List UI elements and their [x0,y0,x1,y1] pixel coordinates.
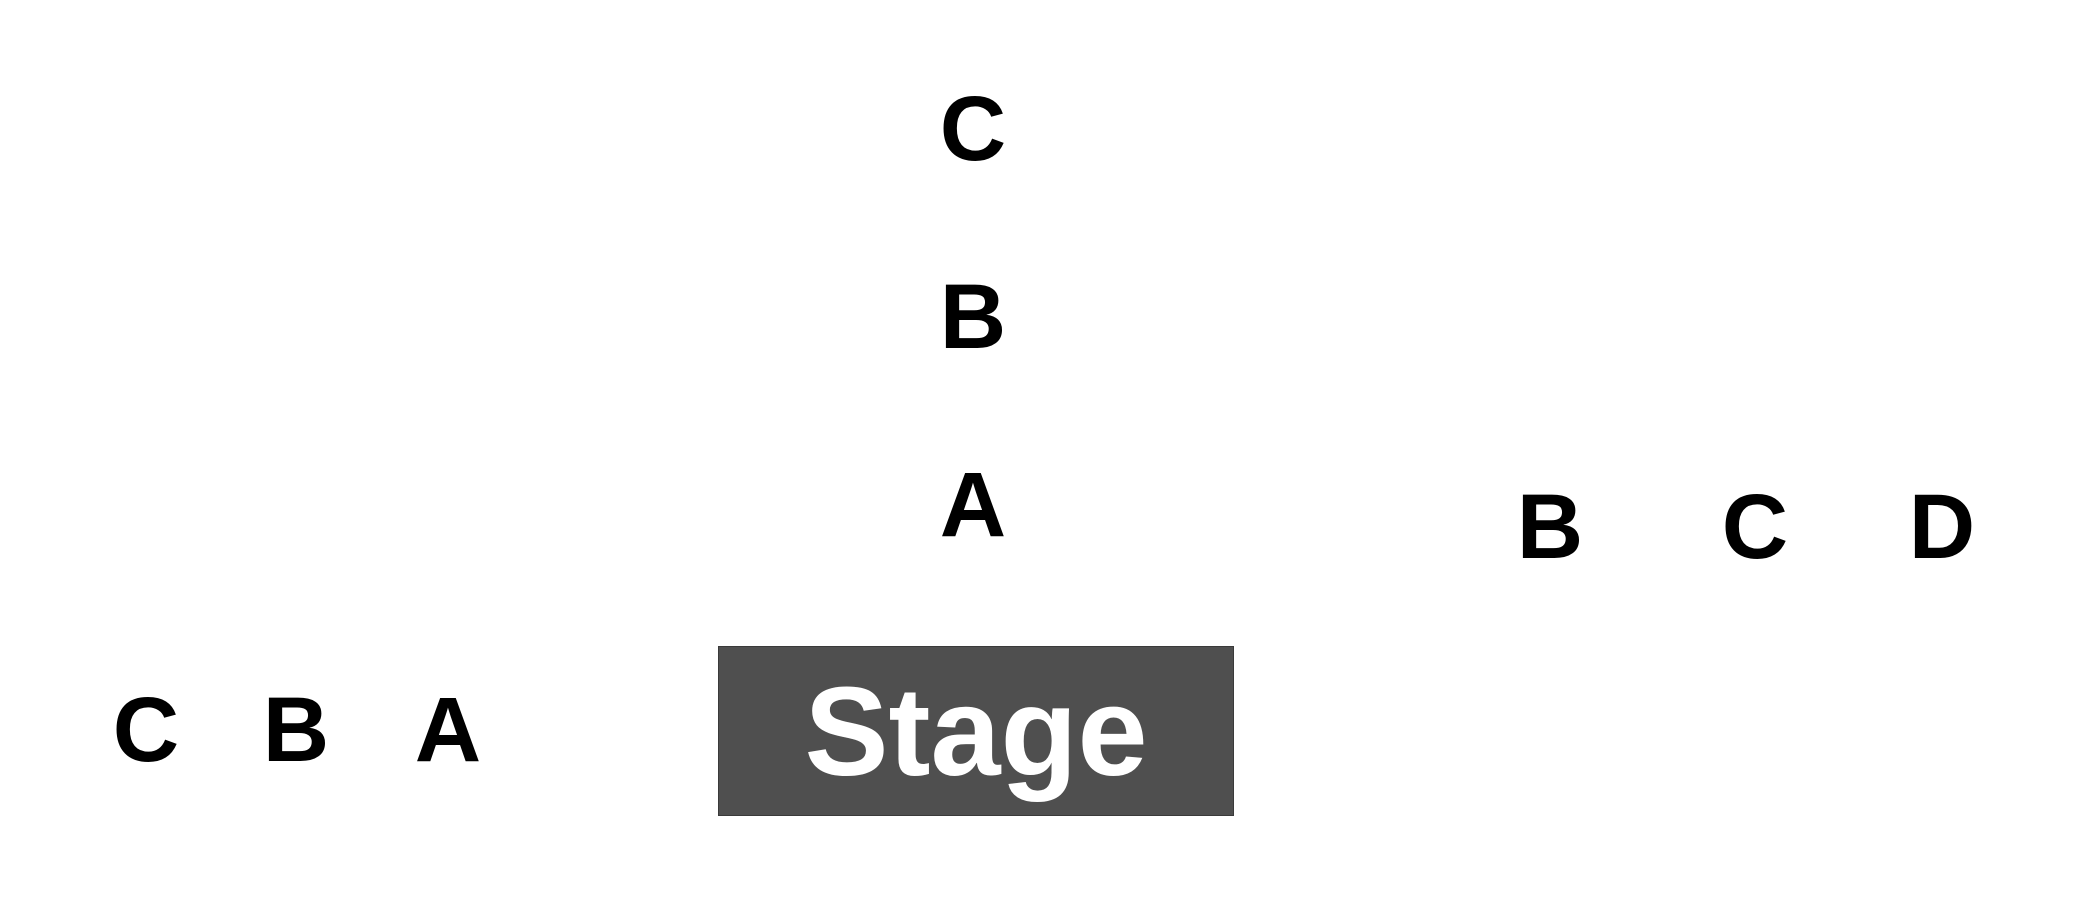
left-group-letter-c: C [112,679,180,781]
stack-letter-c: C [939,78,1007,180]
stage-box: Stage [718,646,1234,816]
right-group-letter-d: D [1908,476,1976,578]
left-group-letter-b: B [262,679,330,781]
stack-letter-a: A [939,454,1007,556]
right-group-letter-c: C [1721,476,1789,578]
right-group-letter-b: B [1516,476,1584,578]
stack-letter-b: B [939,266,1007,368]
left-group-letter-a: A [414,679,482,781]
